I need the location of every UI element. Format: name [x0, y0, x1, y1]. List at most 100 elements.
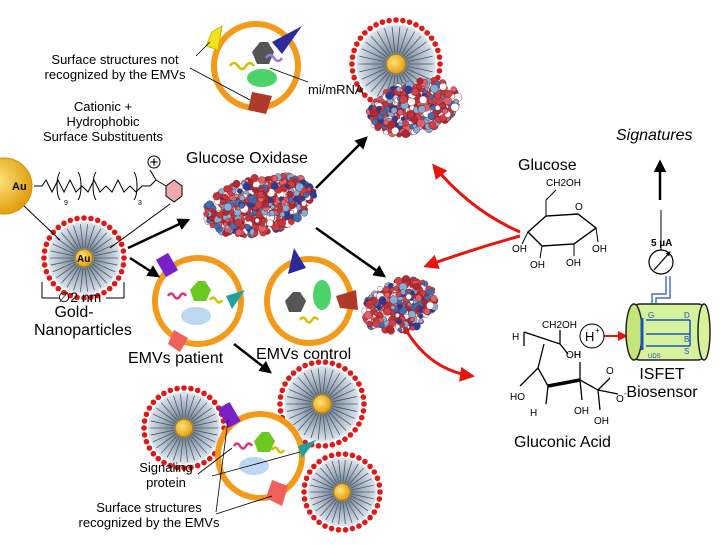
charge-dot — [111, 229, 118, 236]
charge-dot — [143, 438, 150, 445]
charge-dot — [315, 443, 322, 449]
glucose-structure: CH2OH O OH OH OH OH — [512, 178, 607, 271]
charge-dot — [206, 394, 213, 401]
charge-dot — [329, 441, 336, 448]
gold-nanoparticle — [301, 451, 383, 533]
charge-dot — [61, 220, 67, 227]
charge-dot — [61, 289, 67, 296]
charge-dot — [101, 289, 107, 296]
ammeter — [648, 210, 674, 275]
charge-dot — [106, 224, 113, 231]
red-trapezoid-marker-2 — [336, 290, 358, 310]
charge-dot — [322, 443, 329, 449]
red-arrow-glucose-down — [423, 234, 521, 269]
charge-dot — [406, 19, 413, 25]
arrow-patient-down — [233, 343, 272, 374]
charge-dot — [352, 375, 358, 382]
charge-dot — [367, 25, 373, 32]
charge-dot — [311, 463, 317, 470]
charge-dot — [67, 217, 74, 224]
label-diameter: ∅2 nm — [58, 289, 102, 305]
charge-dot — [353, 81, 360, 87]
label-emvs-control: EMVs control — [256, 346, 352, 363]
red-trapezoid-marker — [248, 92, 272, 114]
charge-dot — [43, 241, 50, 248]
current-label: 5 µA — [651, 238, 672, 249]
charge-dot — [277, 408, 284, 414]
charge-dot — [106, 285, 113, 292]
gold-nanoparticle — [277, 359, 367, 449]
charge-dot — [351, 74, 357, 81]
salmon-marker-2 — [266, 480, 288, 506]
charge-dot — [301, 489, 307, 495]
charge-dot — [419, 25, 425, 32]
arrow-np-to-patient — [129, 256, 161, 278]
charge-dot — [290, 370, 297, 376]
charge-dot — [347, 432, 354, 438]
charge-dot — [188, 464, 194, 471]
arrow-gox-down — [315, 226, 387, 278]
charge-dot — [161, 390, 167, 397]
charge-dot — [41, 248, 48, 254]
charge-dot — [88, 294, 94, 301]
charge-dot — [362, 519, 368, 526]
charge-dot — [201, 459, 207, 466]
charge-dot — [115, 235, 122, 241]
gold-core — [333, 483, 351, 501]
charge-dot — [141, 418, 148, 424]
enzyme-group — [203, 77, 463, 335]
charge-dot — [336, 439, 342, 446]
charge-dot — [358, 414, 365, 421]
charge-dot — [150, 399, 157, 406]
gox-main — [203, 172, 318, 239]
svg-text:D: D — [684, 311, 690, 320]
charge-dot — [141, 425, 147, 431]
charge-dot — [358, 387, 365, 394]
red-arrows — [404, 163, 628, 382]
blue-ellipse-2 — [239, 457, 269, 475]
teal-triangle-2 — [298, 440, 316, 458]
label-gold-nanoparticles: Gold- Nanoparticles — [34, 304, 132, 339]
charge-dot — [342, 366, 348, 372]
charge-dot — [335, 451, 342, 457]
svg-text:H: H — [512, 332, 519, 343]
svg-text:HO: HO — [510, 392, 525, 403]
charge-dot — [357, 35, 364, 41]
charge-dot — [362, 30, 368, 36]
charge-dot — [188, 385, 194, 392]
purple-receptor — [155, 252, 179, 278]
svg-text:H: H — [530, 408, 537, 419]
charge-dot — [315, 359, 322, 365]
vesicle-patient — [152, 252, 245, 352]
vesicle-bottom — [215, 401, 316, 506]
charge-dot — [437, 61, 443, 67]
charge-dot — [362, 92, 368, 98]
charge-dot — [356, 455, 362, 461]
charge-dot — [211, 399, 218, 406]
charge-dot — [356, 523, 362, 529]
charge-dot — [277, 401, 283, 407]
charge-dot — [386, 17, 392, 24]
charge-dot — [328, 452, 335, 459]
charge-dot — [376, 496, 383, 502]
purple-receptor-2 — [217, 401, 241, 429]
charge-dot — [301, 496, 308, 502]
charge-dot — [428, 35, 435, 41]
charge-dot — [352, 426, 358, 433]
charge-dot — [94, 292, 101, 299]
gold-core — [385, 53, 407, 75]
grey-hexagon — [285, 292, 306, 312]
charge-dot — [181, 465, 187, 471]
charge-dot — [306, 509, 313, 515]
svg-text:-: - — [624, 389, 627, 398]
rna-squiggle-yellow-4 — [270, 446, 286, 454]
rna-squiggle-pink-2 — [232, 442, 254, 450]
label-surface-recognized: Surface structures recognized by the EMV… — [78, 500, 220, 530]
charge-dot — [349, 61, 355, 67]
charge-dot — [303, 502, 310, 509]
charge-dot — [353, 41, 360, 47]
charge-dot — [342, 451, 349, 457]
charge-dot — [143, 411, 150, 418]
